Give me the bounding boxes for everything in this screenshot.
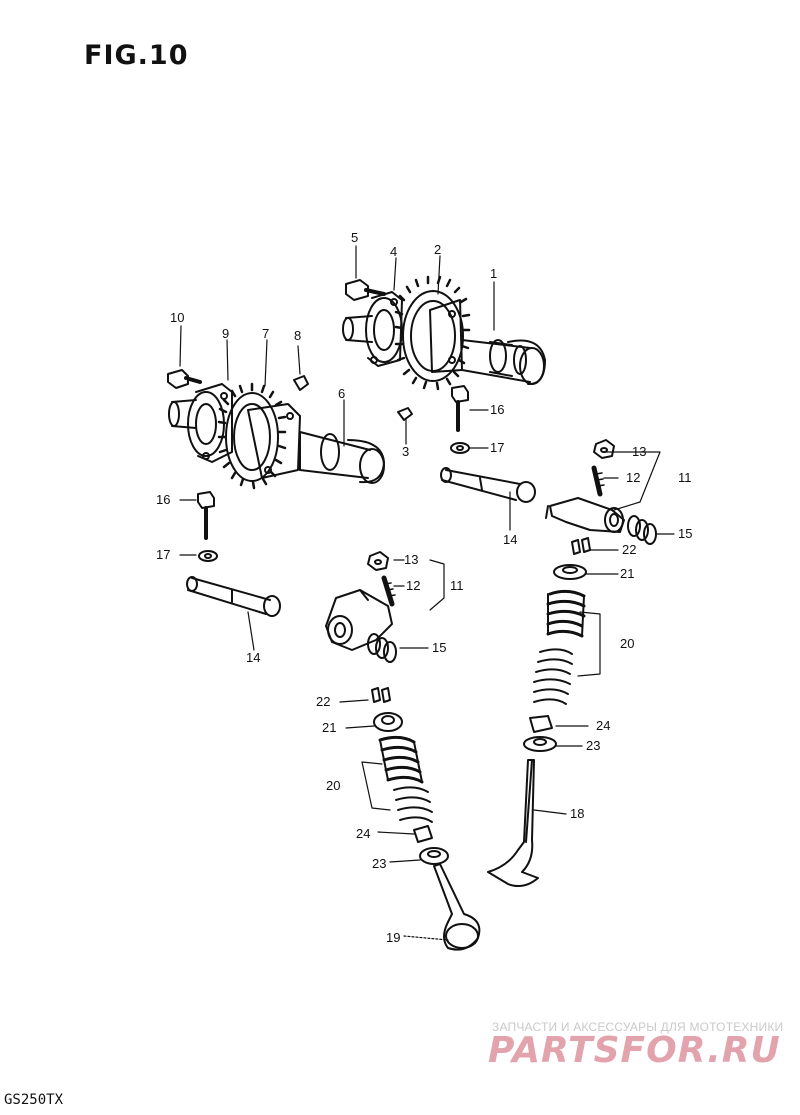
spring-seat-23-left: [419, 847, 449, 865]
sprocket-flange-lower: [168, 383, 233, 463]
dowel-pin-3: [397, 407, 413, 421]
cotter-22-left: [371, 687, 391, 703]
callout-9: 9: [222, 326, 229, 341]
valve-18-exhaust: [487, 759, 539, 887]
watermark-caption: ЗАПЧАСТИ И АКСЕССУАРЫ ДЛЯ МОТОТЕХНИКИ: [492, 1020, 784, 1034]
bolt-10: [167, 369, 202, 389]
camshaft-upper: [461, 339, 546, 386]
camshaft-lower: [299, 431, 385, 484]
callout-2: 2: [434, 242, 441, 257]
callout-4: 4: [390, 244, 397, 259]
washer-17-left: [198, 550, 218, 562]
spring-15-left: [367, 633, 397, 663]
retainer-21-right: [553, 564, 587, 580]
figure-title: FIG.10: [84, 40, 189, 71]
callout-11-right: 11: [678, 470, 692, 485]
inner-spring-20-right: [533, 648, 573, 705]
callout-23-left: 23: [372, 856, 386, 871]
cam-sprocket-upper: [394, 275, 471, 391]
rocker-shaft-left: [186, 576, 281, 617]
cotter-22-right: [571, 537, 591, 555]
bolt-16-left: [197, 491, 215, 540]
callout-23-right: 23: [586, 738, 600, 753]
callout-16-right: 16: [490, 402, 504, 417]
rocker-arm-11-right: [545, 497, 625, 533]
callout-6: 6: [338, 386, 345, 401]
spring-seat-23-right: [523, 736, 557, 752]
callout-22-right: 22: [622, 542, 636, 557]
oil-seal-24-right: [529, 715, 553, 733]
callout-15-right: 15: [678, 526, 692, 541]
washer-17-right: [450, 442, 470, 454]
callout-14-left: 14: [246, 650, 260, 665]
callout-21-left: 21: [322, 720, 336, 735]
callout-18: 18: [570, 806, 584, 821]
outer-spring-20-left: [378, 735, 424, 784]
callout-22-left: 22: [316, 694, 330, 709]
callout-14-right: 14: [503, 532, 517, 547]
callout-13-left: 13: [404, 552, 418, 567]
valve-19-intake: [433, 863, 481, 951]
callout-21-right: 21: [620, 566, 634, 581]
rocker-arm-11-left: [325, 589, 393, 651]
callout-5: 5: [351, 230, 358, 245]
model-code: GS250TX: [4, 1092, 64, 1108]
callout-3: 3: [402, 444, 409, 459]
retainer-21-left: [373, 712, 403, 732]
callout-12-left: 12: [406, 578, 420, 593]
adjust-screw-12-right: [591, 465, 605, 497]
callout-1: 1: [490, 266, 497, 281]
rocker-shaft-right: [440, 467, 536, 503]
nut-13-left: [367, 551, 389, 571]
callout-20-right: 20: [620, 636, 634, 651]
callout-10: 10: [170, 310, 184, 325]
callout-16-left: 16: [156, 492, 170, 507]
callout-labels: 1 2 3 4 5 6 7 8 9 10 16 17 14 13 12 11 1…: [156, 230, 692, 945]
spring-15-right: [627, 515, 657, 545]
callout-24-left: 24: [356, 826, 370, 841]
sprocket-flange-upper: [342, 291, 403, 367]
callout-20-left: 20: [326, 778, 340, 793]
callout-8: 8: [294, 328, 301, 343]
inner-spring-20-left: [393, 786, 433, 823]
callout-17-right: 17: [490, 440, 504, 455]
callout-15-left: 15: [432, 640, 446, 655]
dowel-pin-8: [293, 375, 309, 391]
callout-19: 19: [386, 930, 400, 945]
callout-24-right: 24: [596, 718, 610, 733]
bolt-5: [345, 279, 386, 301]
oil-seal-24-left: [413, 825, 433, 843]
bolt-16-right: [451, 385, 469, 432]
outer-spring-20-right: [546, 589, 586, 638]
callout-7: 7: [262, 326, 269, 341]
leader-lines: [179, 245, 675, 941]
adjust-screw-12-left: [381, 575, 396, 607]
callout-13-right: 13: [632, 444, 646, 459]
callout-11-left: 11: [450, 578, 464, 593]
callout-17-left: 17: [156, 547, 170, 562]
watermark-logo: PARTSFOR.RU: [488, 1030, 781, 1071]
nut-13-right: [593, 439, 615, 459]
callout-12-right: 12: [626, 470, 640, 485]
